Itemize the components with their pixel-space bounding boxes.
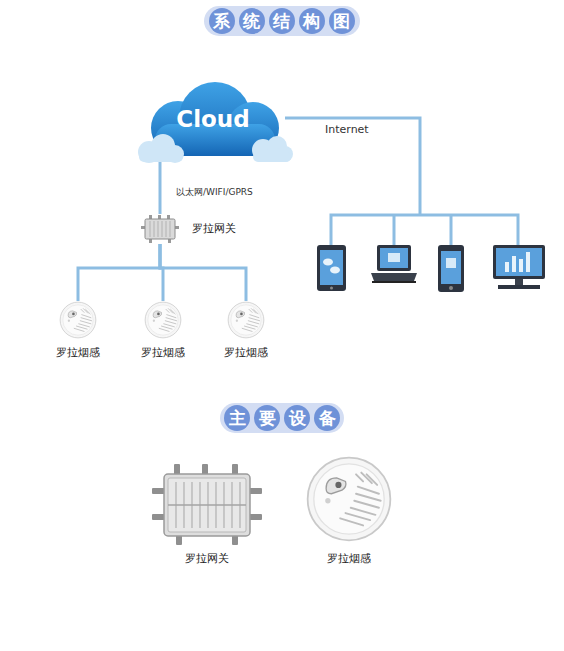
device-node: 罗拉网关 [141,214,179,244]
node-label: 罗拉烟感 [299,552,399,566]
tablet-icon [317,245,346,291]
smoke-detector-shape [144,301,182,339]
network-label: Internet [325,123,369,137]
connector-line [160,244,246,301]
monitor-icon [493,245,545,289]
node-label: 罗拉网关 [192,222,236,236]
connector-line [78,244,160,301]
node-label: 罗拉网关 [157,552,257,566]
device-node: 罗拉网关 [152,462,262,547]
device-node: 罗拉烟感 [59,301,97,339]
node-label: 罗拉烟感 [45,346,111,360]
node-label: 罗拉烟感 [130,346,196,360]
laptop-icon [371,245,417,283]
internet-wire [285,118,518,245]
section-heading: 主要设备 [229,408,349,428]
device-node: 罗拉烟感 [227,301,265,339]
device-node: 罗拉烟感 [144,301,182,339]
edge-label: 以太网/WIFI/GPRS [176,186,253,199]
title-text: 系统结构图 [213,11,363,31]
phone-icon [438,245,464,292]
smoke-detector-shape [59,301,97,339]
smoke-detector-shape [227,301,265,339]
device-node: 罗拉烟感 [305,455,393,543]
gateway-shape [141,214,179,244]
node-label: 罗拉烟感 [213,346,279,360]
device-node: Cloud [133,80,293,168]
smoke-detector-shape [305,455,393,543]
connector-line [159,162,162,214]
node-label: Cloud [133,104,293,134]
gateway-shape [152,462,262,547]
